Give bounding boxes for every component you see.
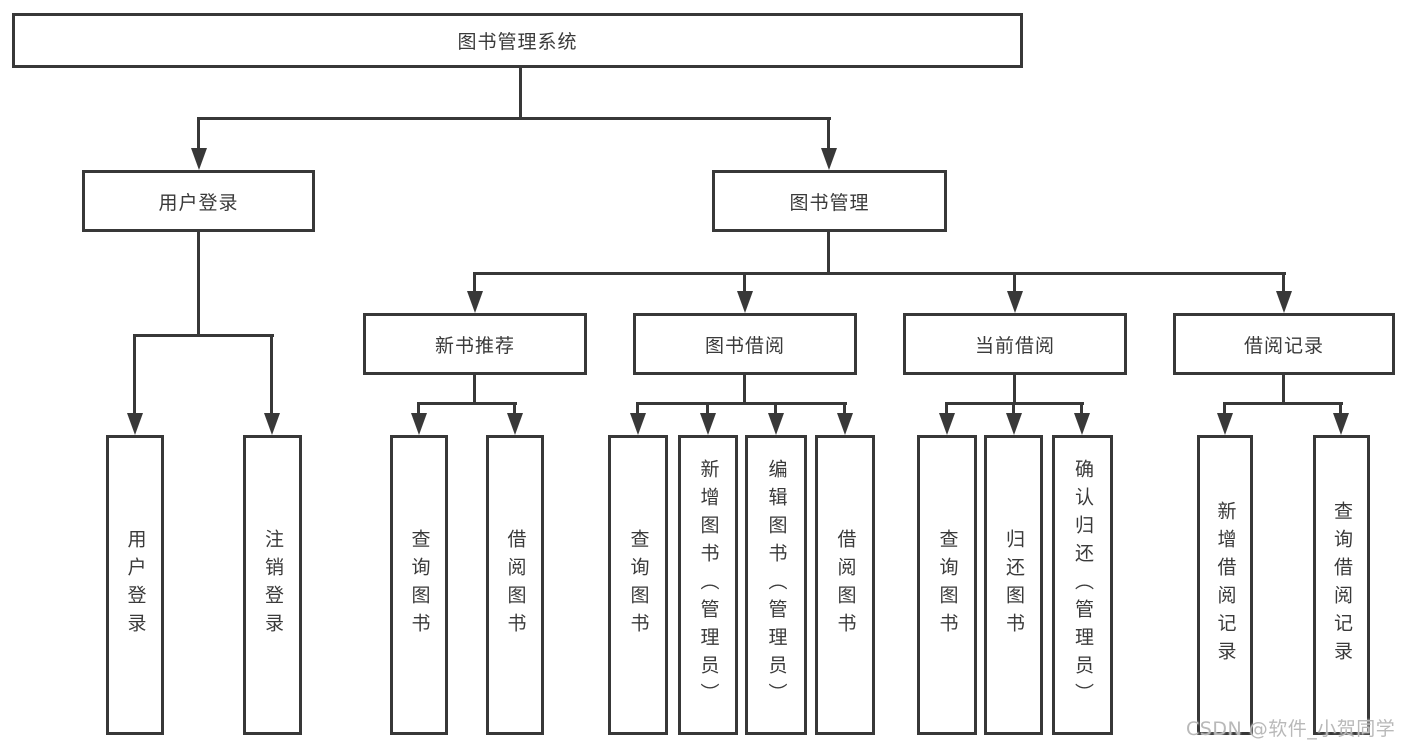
leaf-return-books: 归还图书 (984, 435, 1043, 735)
csdn-watermark: CSDN @软件_小贺同学 (1186, 718, 1396, 740)
arrowhead-down-icon (768, 413, 784, 435)
leaf-query-books-borrowing: 查询图书 (608, 435, 668, 735)
connector-line (473, 272, 1286, 275)
connector-line (1282, 272, 1285, 294)
connector-line (270, 334, 273, 415)
connector-line (197, 117, 200, 150)
connector-line (1012, 402, 1015, 415)
connector-line (1282, 375, 1285, 403)
arrowhead-down-icon (630, 413, 646, 435)
connector-line (743, 375, 746, 403)
leaf-add-borrow-record: 新增借阅记录 (1197, 435, 1253, 735)
leaf-borrow-books-recommend: 借阅图书 (486, 435, 544, 735)
connector-line (827, 232, 830, 273)
arrowhead-down-icon (467, 291, 483, 313)
leaf-label: 新增图书（管理员） (697, 459, 720, 711)
connector-line (133, 334, 274, 337)
node-label: 图书管理系统 (457, 31, 578, 53)
leaf-query-books-recommend: 查询图书 (390, 435, 448, 735)
arrowhead-down-icon (507, 413, 523, 435)
node-book-borrowing: 图书借阅 (633, 313, 857, 375)
arrowhead-down-icon (264, 413, 280, 435)
leaf-edit-books-admin: 编辑图书（管理员） (745, 435, 807, 735)
connector-line (843, 402, 846, 415)
connector-line (827, 117, 830, 150)
arrowhead-down-icon (700, 413, 716, 435)
node-label: 当前借阅 (974, 334, 1055, 357)
connector-line (197, 232, 200, 335)
node-label: 新书推荐 (434, 334, 515, 357)
arrowhead-down-icon (191, 148, 207, 170)
leaf-label: 查询图书 (627, 529, 650, 641)
connector-line (133, 334, 136, 415)
connector-line (417, 402, 517, 405)
node-current-borrowing: 当前借阅 (903, 313, 1127, 375)
node-user-login: 用户登录 (82, 170, 315, 232)
arrowhead-down-icon (939, 413, 955, 435)
connector-line (473, 375, 476, 403)
connector-line (945, 402, 948, 415)
node-borrow-records: 借阅记录 (1173, 313, 1395, 375)
leaf-label: 查询图书 (936, 529, 959, 641)
leaf-user-login: 用户登录 (106, 435, 164, 735)
node-book-management: 图书管理 (712, 170, 947, 232)
arrowhead-down-icon (1276, 291, 1292, 313)
connector-line (774, 402, 777, 415)
leaf-logout: 注销登录 (243, 435, 302, 735)
arrowhead-down-icon (1007, 291, 1023, 313)
connector-line (636, 402, 847, 405)
leaf-label: 确认归还（管理员） (1072, 459, 1094, 711)
connector-line (513, 402, 516, 415)
leaf-query-borrow-record: 查询借阅记录 (1313, 435, 1370, 735)
arrowhead-down-icon (737, 291, 753, 313)
leaf-label: 借阅图书 (504, 529, 527, 641)
node-label: 借阅记录 (1243, 334, 1324, 357)
arrowhead-down-icon (127, 413, 143, 435)
connector-line (519, 68, 522, 118)
arrowhead-down-icon (411, 413, 427, 435)
node-new-book-recommend: 新书推荐 (363, 313, 587, 375)
connector-line (417, 402, 420, 415)
connector-line (1013, 272, 1016, 294)
connector-line (1223, 402, 1343, 405)
arrowhead-down-icon (1006, 413, 1022, 435)
leaf-label: 借阅图书 (834, 529, 857, 641)
leaf-label: 新增借阅记录 (1214, 501, 1237, 669)
arrowhead-down-icon (1217, 413, 1233, 435)
leaf-label: 编辑图书（管理员） (765, 459, 788, 711)
connector-line (473, 272, 476, 294)
arrowhead-down-icon (821, 148, 837, 170)
connector-line (1080, 402, 1083, 415)
connector-line (197, 117, 831, 120)
connector-line (1339, 402, 1342, 415)
connector-line (1223, 402, 1226, 415)
node-label: 图书借阅 (704, 334, 785, 357)
connector-line (1013, 375, 1016, 403)
node-root-system: 图书管理系统 (12, 13, 1023, 68)
leaf-label: 注销登录 (262, 529, 284, 641)
leaf-label: 查询借阅记录 (1331, 501, 1353, 669)
arrowhead-down-icon (837, 413, 853, 435)
leaf-label: 用户登录 (124, 529, 147, 641)
connector-line (706, 402, 709, 415)
node-label: 图书管理 (789, 191, 870, 214)
node-label: 用户登录 (158, 191, 239, 214)
leaf-add-books-admin: 新增图书（管理员） (678, 435, 738, 735)
leaf-query-books-current: 查询图书 (917, 435, 977, 735)
leaf-label: 查询图书 (408, 529, 431, 641)
leaf-label: 归还图书 (1003, 529, 1025, 641)
arrowhead-down-icon (1074, 413, 1090, 435)
leaf-confirm-return-admin: 确认归还（管理员） (1052, 435, 1113, 735)
connector-line (636, 402, 639, 415)
arrowhead-down-icon (1333, 413, 1349, 435)
leaf-borrow-books: 借阅图书 (815, 435, 875, 735)
connector-line (743, 272, 746, 294)
